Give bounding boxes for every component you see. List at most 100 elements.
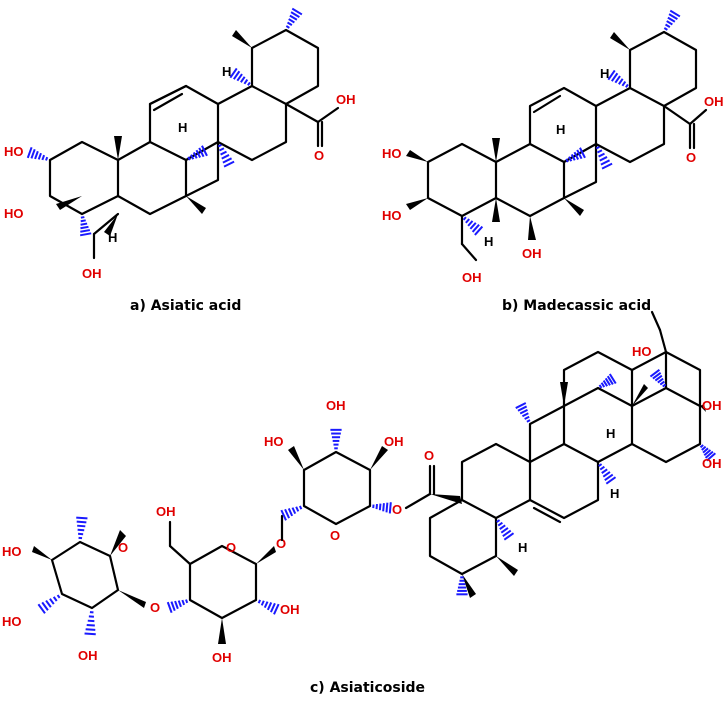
hash-stroke bbox=[665, 23, 671, 29]
hash-stroke bbox=[669, 9, 681, 18]
hash-stroke bbox=[80, 219, 86, 223]
hashed-bond bbox=[565, 147, 586, 163]
hash-stroke bbox=[599, 156, 608, 162]
ester-carbonyl-o: O bbox=[424, 448, 434, 463]
hash-stroke bbox=[462, 216, 467, 221]
hashed-bond bbox=[598, 463, 617, 485]
hash-stroke bbox=[576, 149, 583, 160]
hash-stroke bbox=[600, 159, 611, 166]
hash-stroke bbox=[570, 153, 576, 161]
hash-stroke bbox=[220, 150, 227, 156]
hash-stroke bbox=[663, 27, 668, 31]
glucose-oh-a: OH bbox=[280, 602, 300, 617]
hashed-bond bbox=[285, 7, 303, 29]
hash-stroke bbox=[80, 225, 89, 230]
asiatic-h-18: H bbox=[222, 64, 231, 79]
rhamnose-ring-o: O bbox=[118, 540, 128, 555]
hash-stroke bbox=[76, 516, 88, 520]
hashed-bond bbox=[595, 146, 613, 170]
asiatic-oh-3: HO bbox=[4, 206, 24, 221]
hash-stroke bbox=[174, 600, 179, 610]
hashed-bond bbox=[649, 369, 667, 388]
hash-stroke bbox=[526, 419, 531, 423]
hashed-bond bbox=[280, 505, 303, 521]
hash-stroke bbox=[280, 509, 287, 521]
hash-stroke bbox=[706, 452, 716, 462]
hash-stroke bbox=[287, 508, 294, 517]
hash-stroke bbox=[519, 408, 528, 415]
hash-stroke bbox=[599, 465, 605, 471]
hash-stroke bbox=[291, 507, 297, 515]
hash-stroke bbox=[378, 503, 382, 511]
hash-stroke bbox=[702, 447, 709, 454]
hash-stroke bbox=[608, 373, 617, 385]
hash-stroke bbox=[565, 158, 569, 163]
hash-stroke bbox=[604, 377, 611, 386]
hash-stroke bbox=[388, 502, 392, 514]
madecassic-h-18: H bbox=[600, 66, 609, 81]
hash-stroke bbox=[270, 602, 276, 613]
hash-stroke bbox=[602, 380, 608, 387]
hash-stroke bbox=[601, 468, 608, 474]
hash-stroke bbox=[80, 229, 91, 233]
asiatic-carboxyl-oh: OH bbox=[336, 92, 356, 107]
hashed-bond bbox=[79, 216, 92, 237]
glycosidic-o-1: O bbox=[150, 600, 160, 615]
hash-stroke bbox=[600, 382, 606, 388]
hash-stroke bbox=[260, 600, 265, 606]
hash-stroke bbox=[618, 78, 624, 85]
hash-stroke bbox=[181, 599, 186, 606]
hash-stroke bbox=[496, 519, 501, 523]
hash-stroke bbox=[668, 13, 678, 20]
hash-stroke bbox=[77, 524, 86, 528]
hash-stroke bbox=[601, 162, 613, 170]
madecassic-carboxyl-oh: OH bbox=[704, 94, 724, 109]
aglycone-h-c: H bbox=[606, 426, 615, 441]
hash-stroke bbox=[568, 156, 573, 162]
hash-stroke bbox=[30, 148, 36, 159]
sugar3-ring-o: O bbox=[330, 528, 340, 543]
hash-stroke bbox=[614, 75, 621, 84]
hash-stroke bbox=[221, 154, 230, 160]
aglycone-h-a: H bbox=[518, 540, 527, 555]
hash-stroke bbox=[598, 152, 605, 158]
madecassic-h-5: H bbox=[484, 234, 493, 249]
asiaticoside-structure: O HO HO OH O O OH OH OH O O HO OH OH O bbox=[2, 310, 722, 696]
hash-stroke bbox=[602, 471, 611, 478]
hash-stroke bbox=[84, 632, 96, 636]
hashed-bond bbox=[663, 9, 681, 31]
hash-stroke bbox=[86, 623, 95, 627]
hash-stroke bbox=[56, 594, 61, 599]
caption-madecassic-acid: b) Madecassic acid bbox=[502, 298, 651, 314]
hash-stroke bbox=[515, 402, 527, 409]
hash-stroke bbox=[659, 380, 665, 386]
hash-stroke bbox=[667, 16, 676, 23]
madecassic-oh-3: HO bbox=[382, 208, 402, 223]
hashed-bond bbox=[217, 144, 235, 168]
hash-stroke bbox=[611, 72, 619, 82]
hash-stroke bbox=[471, 224, 480, 233]
asiatic-oh-23: OH bbox=[82, 266, 102, 281]
hash-stroke bbox=[273, 603, 280, 615]
hash-stroke bbox=[704, 450, 714, 459]
glucose-oh-b: OH bbox=[212, 650, 232, 665]
hash-stroke bbox=[654, 374, 663, 382]
hash-stroke bbox=[170, 601, 176, 612]
hash-stroke bbox=[657, 377, 664, 384]
aglycone-h-b: H bbox=[610, 486, 619, 501]
hashed-bond bbox=[257, 599, 280, 615]
hash-stroke bbox=[37, 603, 46, 614]
hash-stroke bbox=[500, 527, 509, 534]
hash-stroke bbox=[621, 81, 627, 87]
hash-stroke bbox=[263, 601, 269, 609]
hash-stroke bbox=[469, 222, 477, 230]
hash-stroke bbox=[517, 405, 528, 412]
hashed-bond bbox=[462, 216, 484, 236]
hash-stroke bbox=[605, 476, 617, 485]
aglycone-ch2oh: HO bbox=[632, 344, 652, 359]
asiatic-h-5: H bbox=[108, 230, 117, 245]
hashed-bond bbox=[699, 444, 716, 462]
hash-stroke bbox=[41, 601, 49, 611]
hash-stroke bbox=[236, 73, 243, 82]
hash-stroke bbox=[201, 145, 208, 157]
